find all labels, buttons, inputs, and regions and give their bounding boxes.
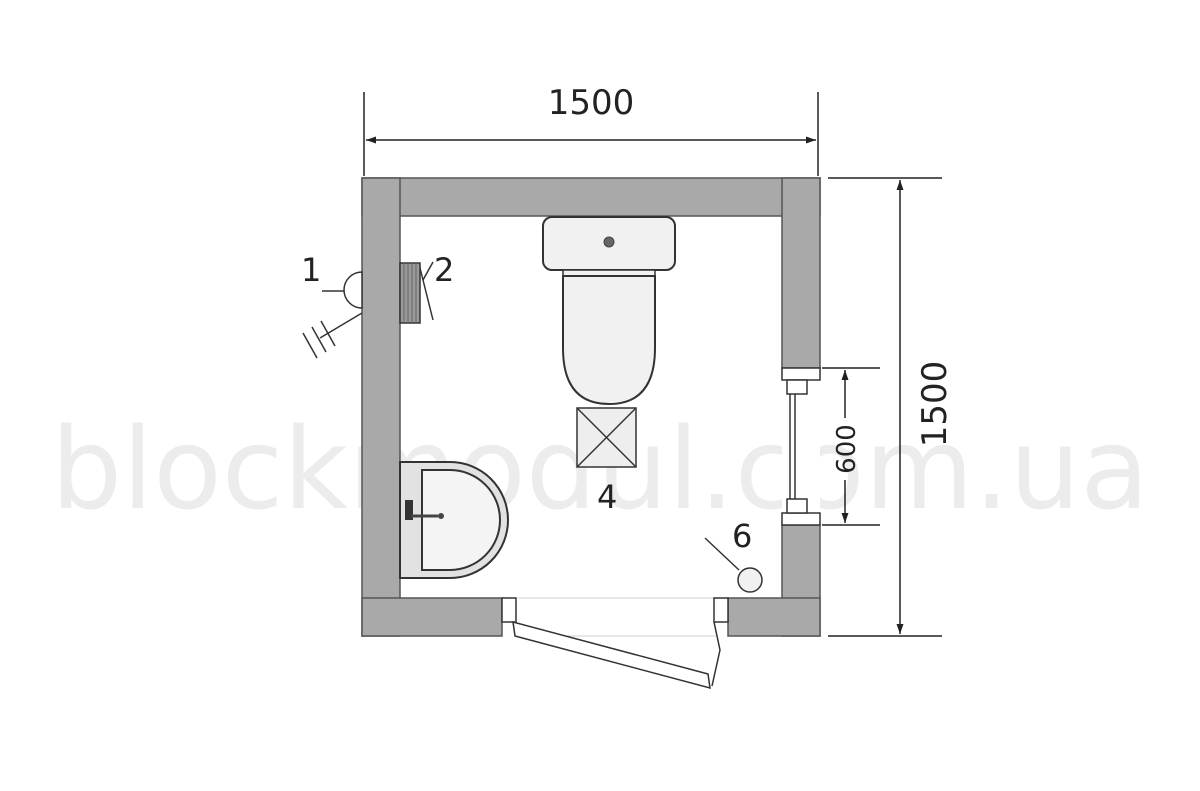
floor-drain-icon [576,407,637,468]
dimension-window-label: 600 [832,424,862,474]
wall-top [361,177,821,217]
door-icon [501,597,729,690]
wall-left [361,177,401,637]
window-icon [781,367,821,526]
callout-1: 1 [301,251,321,289]
wall-mirror-icon [399,261,434,324]
wall-bottom-left [361,597,503,637]
callout-4: 4 [597,478,617,516]
wall-mount-icon [302,271,363,359]
dimension-height-label: 1500 [915,361,955,448]
walls [361,177,821,637]
dimension-width [363,92,819,176]
dimension-window [822,367,880,526]
washbasin-icon [399,461,509,579]
toilet-bowl [562,275,656,406]
wall-bottom-right [727,597,821,637]
toilet-icon [542,216,676,406]
dimension-height [828,177,942,637]
dimension-width-label: 1500 [548,83,635,123]
callout-2: 2 [434,251,454,289]
floor-fixture-icon [704,537,763,593]
wall-right-upper [781,177,821,369]
callout-6: 6 [732,517,752,555]
